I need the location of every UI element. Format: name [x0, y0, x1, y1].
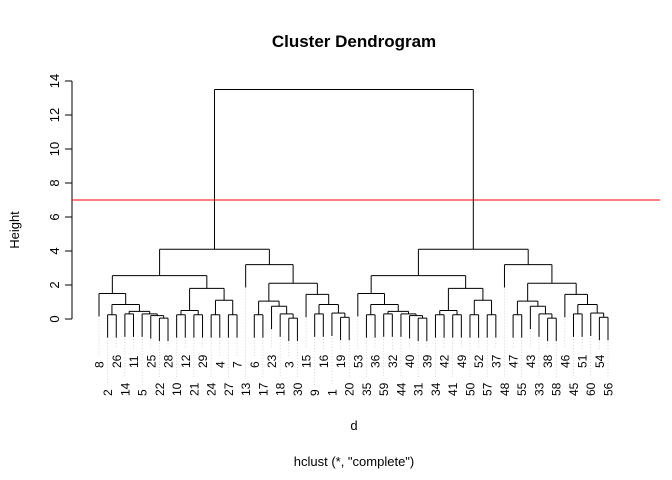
leaf-label: 50: [463, 382, 477, 396]
leaf-label: 24: [205, 382, 219, 396]
leaf-label: 36: [369, 354, 383, 368]
chart-title: Cluster Dendrogram: [272, 32, 436, 51]
leaf-label: 45: [567, 382, 581, 396]
leaf-label: 57: [481, 382, 495, 396]
leaf-label: 29: [196, 354, 210, 368]
leaf-label: 35: [360, 382, 374, 396]
leaf-label: 23: [265, 354, 279, 368]
leaf-label: 59: [377, 382, 391, 396]
y-tick-label: 4: [47, 247, 62, 254]
leaf-label: 14: [118, 382, 132, 396]
leaf-label: 27: [222, 382, 236, 396]
leaf-label: 2: [101, 389, 115, 396]
leaf-label: 8: [93, 361, 107, 368]
leaf-label: 16: [317, 354, 331, 368]
leaf-label: 15: [300, 354, 314, 368]
leaf-label: 58: [550, 382, 564, 396]
y-tick-label: 12: [47, 108, 62, 122]
leaf-label: 37: [489, 354, 503, 368]
y-axis-label: Height: [7, 211, 22, 249]
leaf-label: 44: [394, 382, 408, 396]
leaf-label: 19: [334, 354, 348, 368]
leaf-label: 42: [438, 354, 452, 368]
leaf-label: 7: [231, 361, 245, 368]
leaf-label: 33: [532, 382, 546, 396]
leaf-label: 49: [455, 354, 469, 368]
leaf-label: 32: [386, 354, 400, 368]
leaf-label: 48: [498, 382, 512, 396]
leaf-label: 1: [325, 389, 339, 396]
y-tick-label: 2: [47, 281, 62, 288]
leaf-label: 56: [602, 382, 616, 396]
leaf-label: 22: [153, 382, 167, 396]
leaf-label: 52: [472, 354, 486, 368]
leaf-label: 46: [558, 354, 572, 368]
leaf-label: 3: [282, 361, 296, 368]
leaf-label: 43: [524, 354, 538, 368]
leaf-label: 20: [343, 382, 357, 396]
leaf-labels: 8226141152522281012212924427713617231833…: [93, 354, 616, 396]
leaf-label: 17: [256, 382, 270, 396]
leaf-label: 51: [576, 354, 590, 368]
x-axis-label: d: [350, 418, 357, 433]
leaf-label: 10: [170, 382, 184, 396]
leaf-label: 53: [351, 354, 365, 368]
leaf-label: 25: [144, 354, 158, 368]
leaf-label: 9: [308, 389, 322, 396]
leaf-label: 31: [412, 382, 426, 396]
leaf-label: 47: [507, 354, 521, 368]
sub-label: hclust (*, "complete"): [294, 454, 415, 469]
leaf-label-guides: [98, 289, 609, 385]
leaf-label: 26: [110, 354, 124, 368]
leaf-label: 13: [239, 382, 253, 396]
leaf-label: 41: [446, 382, 460, 396]
y-axis: 0 2 4 6 8 10 12 14: [47, 74, 73, 323]
leaf-label: 18: [274, 382, 288, 396]
y-tick-label: 8: [47, 179, 62, 186]
y-tick-label: 0: [47, 315, 62, 322]
leaf-label: 40: [403, 354, 417, 368]
leaf-label: 34: [429, 382, 443, 396]
leaf-label: 28: [162, 354, 176, 368]
leaf-label: 12: [179, 354, 193, 368]
y-tick-label: 14: [47, 74, 62, 88]
leaf-label: 5: [136, 389, 150, 396]
leaf-label: 39: [420, 354, 434, 368]
leaf-label: 55: [515, 382, 529, 396]
leaf-label: 30: [291, 382, 305, 396]
leaf-label: 4: [213, 361, 227, 368]
leaf-label: 38: [541, 354, 555, 368]
y-tick-label: 6: [47, 213, 62, 220]
leaf-label: 6: [248, 361, 262, 368]
leaf-label: 60: [584, 382, 598, 396]
dendrogram-tree: [98, 89, 609, 342]
y-tick-label: 10: [47, 142, 62, 156]
leaf-label: 21: [187, 382, 201, 396]
leaf-label: 11: [127, 355, 141, 368]
leaf-label: 54: [593, 354, 607, 368]
